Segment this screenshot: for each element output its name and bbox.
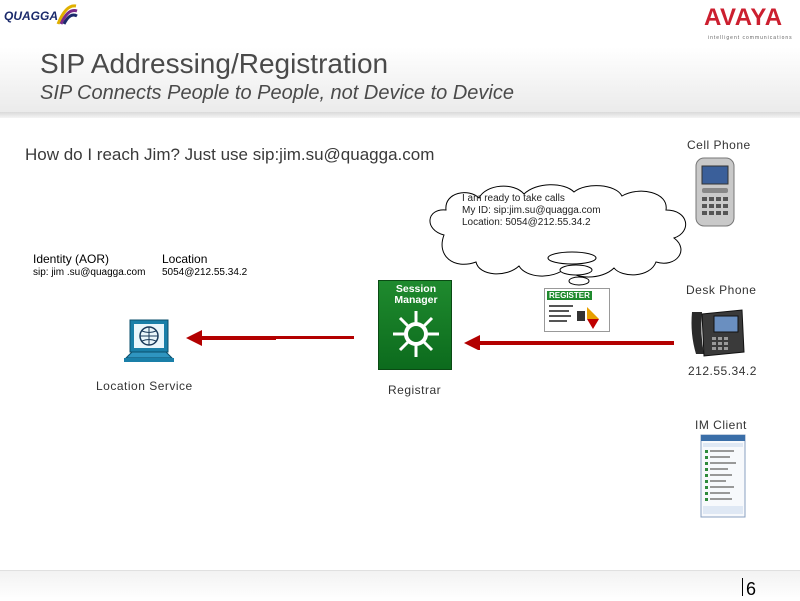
- session-manager-title-line1: Session: [395, 283, 437, 295]
- register-message-card: REGISTER: [544, 288, 610, 332]
- desk-phone-ip: 212.55.34.2: [688, 364, 757, 378]
- page-title: SIP Addressing/Registration: [40, 48, 389, 79]
- location-value: 5054@212.55.34.2: [162, 267, 248, 278]
- cloud-line-id: My ID: sip:jim.su@quagga.com: [462, 205, 601, 216]
- arrow-to-location-service: [186, 330, 354, 346]
- avaya-tagline: intelligent communications: [708, 35, 793, 41]
- location-column-header: Location: [162, 252, 208, 266]
- page-subtitle: SIP Connects People to People, not Devic…: [40, 82, 514, 104]
- cloud-line-location: Location: 5054@212.55.34.2: [462, 217, 591, 228]
- avaya-logo: AVAYA: [704, 4, 783, 31]
- desk-phone-label: Desk Phone: [686, 283, 757, 297]
- header-divider: [0, 112, 800, 118]
- aor-column-header: Identity (AOR): [33, 252, 110, 266]
- thought-cloud: [429, 184, 687, 286]
- location-service-label: Location Service: [96, 379, 193, 393]
- im-client-icon: [700, 434, 746, 518]
- footer-band: [0, 570, 800, 601]
- session-manager-box: Session Manager: [378, 280, 452, 370]
- arrow-to-registrar: [464, 335, 674, 350]
- quagga-swirl-icon: [56, 4, 78, 25]
- page-number: 6: [746, 579, 757, 599]
- network-hub-icon: [393, 311, 439, 357]
- computer-icon: [124, 319, 174, 362]
- quagga-logo-text: QUAGGA: [4, 9, 58, 23]
- aor-value: sip: jim .su@quagga.com: [33, 267, 146, 278]
- page-number-divider: [742, 578, 743, 596]
- header-band: [0, 0, 800, 118]
- cloud-line-status: I am ready to take calls: [462, 193, 565, 204]
- session-manager-title: Session Manager: [379, 284, 453, 306]
- registrar-label: Registrar: [388, 383, 442, 397]
- quagga-logo: QUAGGA: [0, 0, 80, 32]
- register-card-title: REGISTER: [547, 291, 592, 300]
- cell-phone-label: Cell Phone: [687, 138, 751, 152]
- cell-phone-icon: [695, 157, 735, 227]
- register-card-graphic: [549, 305, 599, 329]
- registration-arrows: [186, 330, 674, 350]
- desk-phone-icon: [691, 309, 745, 357]
- question-text: How do I reach Jim? Just use sip:jim.su@…: [25, 145, 435, 164]
- session-manager-title-line2: Manager: [394, 294, 438, 306]
- im-client-label: IM Client: [695, 418, 747, 432]
